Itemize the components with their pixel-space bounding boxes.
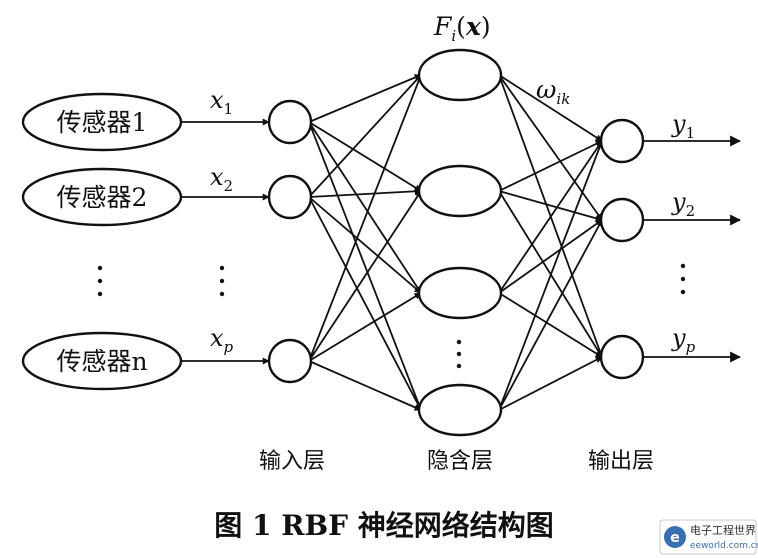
input-var-sub-p: p	[224, 338, 234, 356]
hidden-to-output-edge-2-2	[498, 190, 603, 222]
input-var-base-1: x	[210, 86, 224, 114]
output-var-sub-1: 1	[686, 124, 696, 142]
func-sub: i	[451, 27, 456, 45]
input-to-hidden-edge-2-1	[308, 74, 422, 198]
hidden-to-output-edge-4-3	[498, 356, 603, 411]
watermark-site: eeworld.com.cn	[690, 541, 758, 551]
output-label-yp: yp	[671, 324, 696, 356]
input-to-hidden-edge-2-2	[308, 187, 422, 198]
output-var-sub-p: p	[686, 338, 696, 356]
ellipsis-sensors	[97, 265, 103, 297]
weight-base: ω	[536, 75, 556, 104]
input-var-sub-1: 1	[224, 100, 234, 118]
input-label-x1: x1	[210, 86, 233, 118]
watermark-logo: e 电子工程世界 eeworld.com.cn	[659, 519, 758, 555]
ellipsis-inputs	[219, 265, 225, 297]
input-neuron-p	[267, 338, 313, 384]
figure-caption: 图 1 RBF 神经网络结构图	[214, 509, 554, 542]
output-neuron-p	[599, 334, 645, 380]
input-label-xp: xp	[210, 324, 234, 356]
sensor-node-n	[21, 331, 183, 391]
input-neuron-2	[267, 174, 313, 220]
input-var-sub-2: 2	[224, 177, 234, 195]
input-var-base-2: x	[210, 163, 224, 191]
func-base: F	[433, 12, 453, 41]
input-to-hidden-edge-1-4	[308, 121, 422, 411]
func-paren-open: (	[456, 12, 466, 41]
input-to-hidden-edge-2-3	[308, 196, 422, 294]
hidden-neuron-1	[417, 48, 503, 102]
output-label-y2: y2	[671, 188, 695, 220]
sensor-label-n: 传感器n	[56, 347, 147, 376]
hidden-neuron-m	[417, 383, 503, 437]
watermark-frame	[659, 519, 757, 555]
hidden-layer-label: 隐含层	[427, 449, 493, 474]
output-neuron-2	[599, 197, 645, 243]
eeworld-logo-icon	[664, 526, 686, 548]
func-arg: x	[465, 12, 482, 41]
sensor-label-2: 传感器2	[57, 183, 148, 212]
ellipsis-hidden	[456, 339, 462, 369]
input-var-base-p: x	[210, 324, 224, 352]
output-neuron-1	[599, 118, 645, 164]
input-layer-label: 输入层	[259, 449, 325, 474]
hidden-to-output-edge-3-3	[498, 292, 603, 358]
input-to-hidden-edge-3-4	[308, 360, 422, 411]
sensor-node-1	[21, 92, 183, 152]
input-to-hidden-edge-1-3	[308, 121, 422, 294]
input-to-hidden-edge-3-1	[308, 74, 422, 362]
hidden-neuron-3	[417, 266, 503, 320]
hidden-to-output-edge-3-2	[498, 219, 603, 294]
input-to-hidden-edge-1-1	[308, 74, 422, 123]
weight-label: ωik	[536, 75, 570, 108]
output-var-base-p: y	[671, 324, 686, 352]
ellipsis-outputs	[680, 263, 686, 295]
input-to-hidden-edge-3-3	[308, 292, 422, 362]
hidden-to-output-edge-4-1	[498, 140, 604, 411]
input-to-hidden-edge-2-4	[308, 196, 422, 411]
watermark-brand: 电子工程世界	[690, 524, 756, 537]
hidden-to-output-edge-2-1	[498, 140, 603, 192]
hidden-neuron-2	[417, 164, 503, 218]
hidden-function-label: Fi(x)	[433, 12, 491, 45]
sensor-label-1: 传感器1	[57, 108, 148, 137]
output-label-y1: y1	[671, 110, 695, 142]
input-label-x2: x2	[210, 163, 233, 195]
output-var-sub-2: 2	[686, 202, 696, 220]
hidden-to-output-edge-3-1	[498, 140, 603, 294]
weight-sub: ik	[556, 90, 570, 108]
output-var-base-2: y	[671, 188, 686, 216]
sensor-node-2	[21, 167, 183, 227]
input-neuron-1	[267, 99, 313, 145]
connection-lines	[181, 74, 742, 411]
input-to-hidden-edge-1-2	[308, 121, 422, 192]
output-layer-label: 输出层	[588, 449, 654, 474]
eeworld-logo-glyph: e	[670, 530, 680, 546]
hidden-to-output-edge-4-2	[498, 219, 603, 411]
hidden-to-output-edge-1-2	[498, 74, 603, 221]
output-var-base-1: y	[671, 110, 686, 138]
input-to-hidden-edge-3-2	[308, 190, 422, 362]
hidden-to-output-edge-1-1	[498, 74, 603, 142]
func-paren-close: )	[481, 12, 491, 41]
